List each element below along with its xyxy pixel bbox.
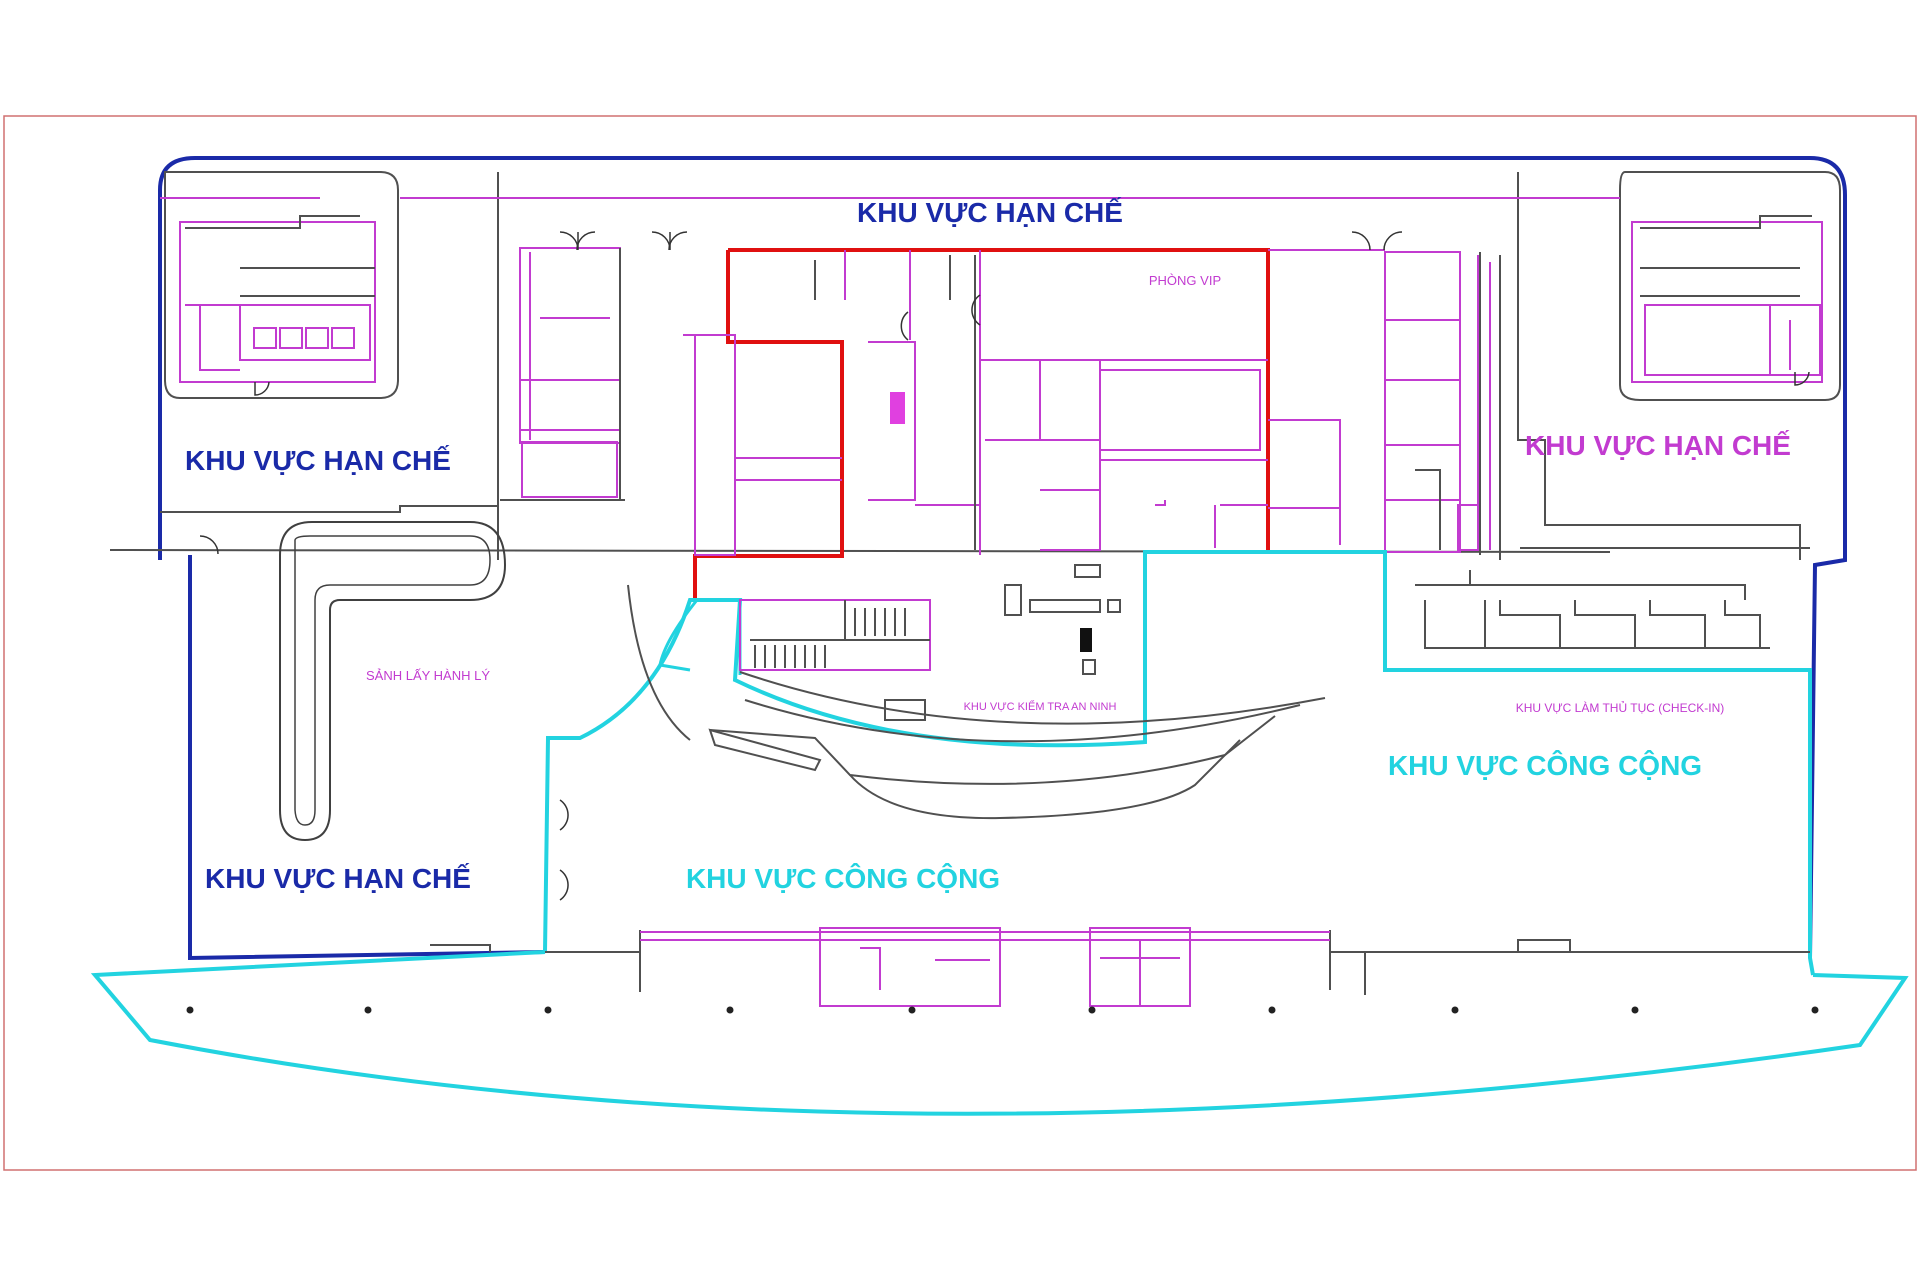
right-tower-rooms — [1631, 215, 1823, 386]
stair-block — [739, 599, 931, 721]
restricted-boundary-top — [158, 156, 1847, 959]
zone-label-restricted-top: KHU VỰC HẠN CHẾ — [857, 197, 1123, 228]
zone-label-restricted-left-upper: KHU VỰC HẠN CHẾ — [185, 445, 451, 476]
room-label-security: KHU VỰC KIỂM TRA AN NINH — [964, 700, 1117, 713]
zone-label-public-right: KHU VỰC CÔNG CỘNG — [1388, 749, 1702, 781]
zone-label-restricted-left-lower: KHU VỰC HẠN CHẾ — [205, 863, 471, 894]
left-service-rooms — [500, 247, 625, 501]
room-label-baggage-hall: SẢNH LẤY HÀNH LÝ — [366, 668, 490, 683]
right-service-rooms — [1268, 249, 1491, 553]
left-tower — [164, 171, 399, 399]
facade — [430, 927, 1810, 1007]
left-tower-rooms — [179, 215, 376, 396]
public-apron-boundary — [90, 950, 1909, 1116]
room-label-vip: PHÒNG VIP — [1149, 273, 1221, 288]
restricted-boundary-left — [188, 555, 546, 961]
curb-posts — [186, 1006, 1819, 1014]
drawing-frame — [3, 115, 1917, 1171]
doors — [199, 231, 1403, 901]
baggage-carousel — [279, 521, 507, 842]
vip-table — [890, 392, 905, 424]
right-tower — [1619, 171, 1841, 401]
zone-label-public-center: KHU VỰC CÔNG CỘNG — [686, 862, 1000, 894]
public-zone-boundary — [543, 550, 1815, 976]
room-label-checkin: KHU VỰC LÀM THỦ TỤC (CHECK-IN) — [1516, 700, 1724, 715]
checkin-counters — [1415, 252, 1770, 649]
security-equipment — [1004, 564, 1121, 675]
security-canopy — [627, 584, 1326, 820]
vip-room-boundary — [693, 248, 1270, 600]
vip-interior — [683, 250, 1268, 556]
zone-label-restricted-right-upper: KHU VỰC HẠN CHẾ — [1525, 430, 1791, 461]
